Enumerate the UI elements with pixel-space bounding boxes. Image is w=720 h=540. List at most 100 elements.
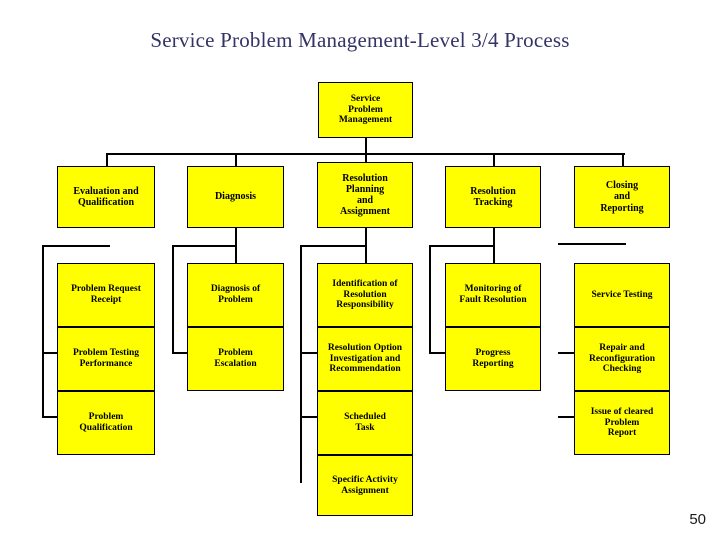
connector-spine-col4 [429, 245, 431, 353]
node-label-line: Diagnosis [214, 191, 257, 203]
node-label-line: and [356, 195, 374, 206]
connector-root-stem [365, 138, 367, 154]
node-label-line: Resolution [343, 289, 387, 300]
connector-spine-col3 [300, 245, 302, 483]
connector-stub-col4-child2 [429, 352, 451, 354]
node-label-line: Report [607, 428, 637, 439]
connector-drop-col5 [622, 153, 624, 166]
node-label-line: Service Testing [591, 289, 653, 300]
node-label-line: Identification of [332, 279, 398, 290]
node-label-line: Investigation and [329, 353, 401, 364]
connector-elbow-col1-top [42, 245, 110, 247]
node-label-line: Service [350, 94, 381, 105]
node-label-line: Recommendation [329, 364, 401, 375]
node-label: Service Testing [578, 290, 666, 301]
node-label-line: Reporting [472, 359, 514, 369]
page-number: 50 [689, 511, 706, 528]
node-label-line: Resolution Option [327, 343, 403, 354]
node-label-line: and [613, 191, 631, 203]
connector-elbow-col3-top [300, 245, 366, 247]
connector-stub-col5-child3 [558, 416, 580, 418]
node-label-line: Closing [605, 180, 639, 192]
connector-stub-col5-child2 [558, 352, 580, 354]
node-label-line: Performance [79, 359, 133, 369]
node-label-line: Checking [602, 364, 642, 375]
node-label-line: Planning [345, 183, 385, 195]
page-title: Service Problem Management-Level 3/4 Pro… [150, 28, 570, 52]
node-label-line: Issue of cleared [590, 407, 654, 418]
node-label-line: Diagnosis of [210, 284, 261, 295]
connector-drop-col3 [365, 153, 367, 166]
node-label-line: Problem Testing [72, 348, 140, 359]
node-label-line: Qualification [79, 423, 133, 433]
connector-drop-col1 [106, 153, 108, 166]
node-label-line: Qualification [77, 197, 135, 208]
node-label-line: Escalation [214, 359, 257, 369]
node-label-line: Repair and [599, 343, 645, 354]
node-label-line: Problem [218, 348, 253, 359]
connector-elbow-col2-top [172, 245, 236, 247]
node-label-line: Monitoring of [464, 284, 522, 295]
node-label-line: Specific Activity [332, 474, 398, 485]
node-label-line: Responsibility [336, 300, 394, 311]
node-label-line: Receipt [90, 295, 122, 305]
node-label-line: Scheduled [344, 412, 386, 423]
node-label-line: Tracking [473, 197, 513, 208]
connector-spine-col1 [42, 245, 44, 417]
node-label-line: Problem [348, 104, 383, 115]
node-label-line: Fault Resolution [459, 295, 527, 305]
connector-bar-col5 [558, 243, 626, 245]
node-label-line: Reconfiguration [589, 353, 655, 364]
node-label-line: Assignment [339, 206, 390, 218]
connector-spine-col2 [172, 245, 174, 353]
node-label: Diagnosis [191, 191, 280, 202]
node-label-line: Problem [604, 417, 640, 428]
node-label-line: Resolution [470, 185, 516, 197]
node-label-line: Evaluation and [73, 185, 139, 197]
connector-stub-col3-child3 [300, 416, 322, 418]
node-label-line: Reporting [600, 202, 644, 214]
node-service-testing[interactable]: Service Testing [574, 263, 670, 327]
node-label-line: Task [355, 423, 375, 433]
node-label-line: Problem [218, 295, 253, 305]
connector-elbow-col4-top [429, 245, 495, 247]
node-diagnosis[interactable]: Diagnosis [187, 166, 284, 228]
